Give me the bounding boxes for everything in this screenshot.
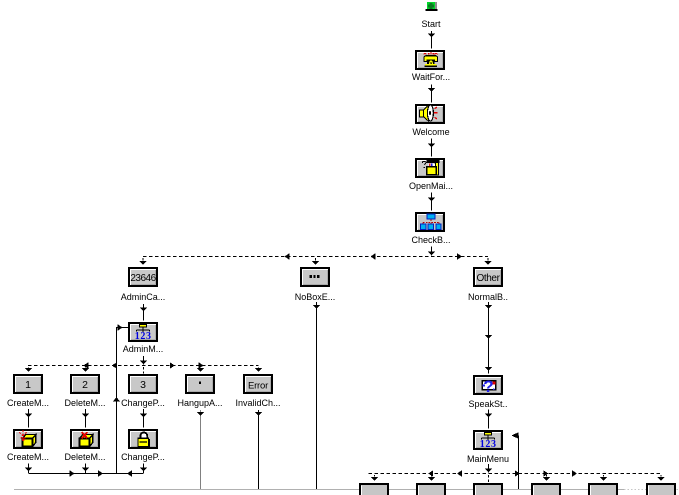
svg-text:DeleteM...: DeleteM... bbox=[64, 452, 105, 462]
svg-text:ChangeP...: ChangeP... bbox=[121, 452, 165, 462]
svg-text:Error: Error bbox=[248, 381, 268, 392]
svg-text:AdminCa...: AdminCa... bbox=[121, 292, 166, 302]
svg-text:DeleteM...: DeleteM... bbox=[64, 398, 105, 408]
svg-text:3: 3 bbox=[140, 379, 146, 391]
svg-text:NormalB..: NormalB.. bbox=[468, 292, 508, 302]
svg-text:ChangeP...: ChangeP... bbox=[121, 398, 165, 408]
svg-text:?: ? bbox=[483, 377, 493, 396]
svg-text:MainMenu: MainMenu bbox=[467, 454, 509, 464]
svg-text:NoBoxE...: NoBoxE... bbox=[295, 292, 336, 302]
svg-text:CreateM...: CreateM... bbox=[7, 452, 49, 462]
svg-text:123: 123 bbox=[135, 331, 152, 342]
svg-text:InvalidCh...: InvalidCh... bbox=[235, 398, 280, 408]
svg-text:123: 123 bbox=[480, 439, 497, 450]
svg-text:WaitFor...: WaitFor... bbox=[412, 72, 450, 82]
svg-text:2: 2 bbox=[82, 379, 88, 391]
svg-text:HangupA...: HangupA... bbox=[177, 398, 222, 408]
svg-text:CreateM...: CreateM... bbox=[7, 398, 49, 408]
svg-text:SpeakSt..: SpeakSt.. bbox=[468, 399, 507, 409]
svg-text:OpenMai...: OpenMai... bbox=[409, 181, 453, 191]
svg-text:23646: 23646 bbox=[130, 273, 156, 284]
svg-text:Start: Start bbox=[421, 19, 441, 29]
svg-text:AdminM...: AdminM... bbox=[123, 344, 164, 354]
svg-text:CheckB...: CheckB... bbox=[411, 235, 450, 245]
svg-text:Other: Other bbox=[476, 273, 500, 284]
svg-text:1: 1 bbox=[25, 379, 31, 391]
svg-text:Welcome: Welcome bbox=[412, 127, 449, 137]
